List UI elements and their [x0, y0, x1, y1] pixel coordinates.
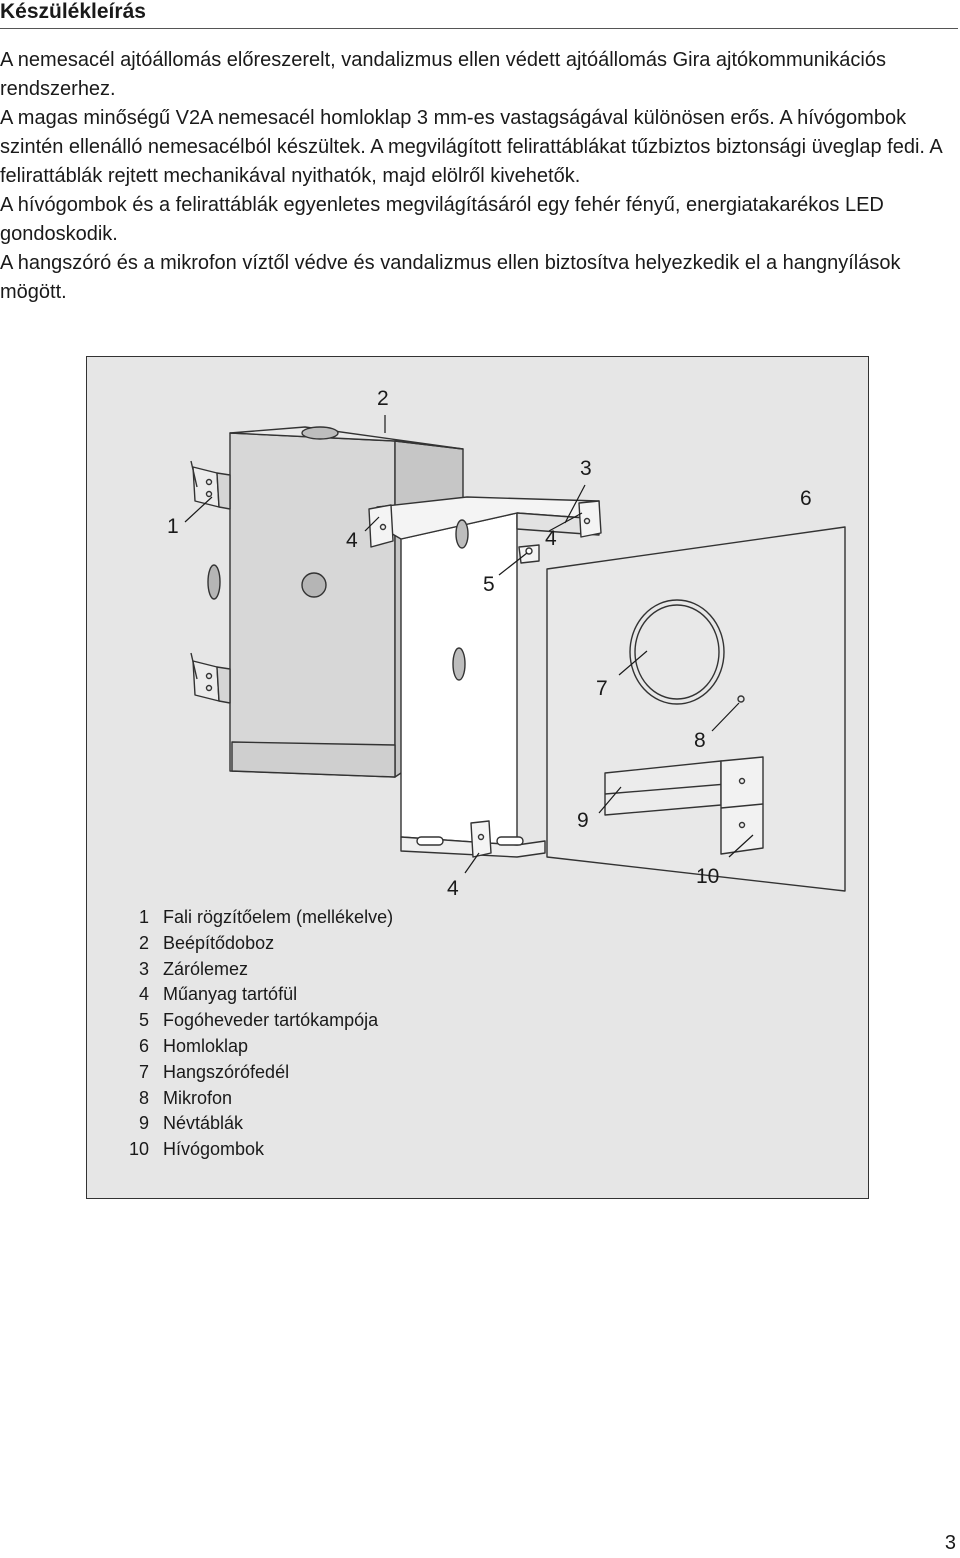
legend-label: Műanyag tartófül	[163, 984, 298, 1005]
legend-label: Fogóheveder tartókampója	[163, 1010, 379, 1031]
callout-8: 8	[694, 729, 706, 752]
legend-label: Mikrofon	[163, 1087, 233, 1108]
wall-fixing-upper	[190, 460, 231, 510]
leader-8	[711, 702, 740, 732]
locking-plate-base-slot-right	[496, 836, 524, 846]
callout-4-top-right: 4	[545, 527, 557, 550]
mounting-box-top-hole	[301, 426, 339, 440]
legend-number: 1	[138, 907, 149, 927]
description-text: A nemesacél ajtóállomás előreszerelt, va…	[0, 46, 958, 307]
legend-item: 2 Beépítődoboz	[123, 931, 523, 957]
paragraph-speaker: A hangszóró és a mikrofon víztől védve é…	[0, 252, 901, 303]
leader-5	[498, 552, 528, 576]
legend-label: Fali rögzítőelem (mellékelve)	[163, 907, 394, 927]
callout-5: 5	[483, 573, 495, 596]
leader-4a	[364, 516, 380, 532]
legend-label: Hívógombok	[163, 1139, 265, 1160]
callout-6: 6	[800, 487, 812, 510]
locking-plate-slot-upper	[455, 519, 469, 549]
legend-item: 1 Fali rögzítőelem (mellékelve)	[123, 905, 523, 931]
mounting-box-slot	[207, 564, 221, 600]
mounting-box-top	[229, 426, 464, 450]
paragraph-materials: A magas minőségű V2A nemesacél homloklap…	[0, 107, 942, 187]
callout-3: 3	[580, 457, 592, 480]
legend-item: 6 Homloklap	[123, 1034, 523, 1060]
mounting-box-front	[229, 432, 396, 778]
leader-1	[184, 496, 213, 523]
callout-4-bottom: 4	[447, 877, 459, 900]
locking-plate-right-flange	[516, 512, 600, 536]
page-number: 3	[944, 1532, 956, 1554]
callout-9: 9	[577, 809, 589, 832]
paragraph-led: A hívógombok és a felirattáblák egyenlet…	[0, 194, 884, 245]
legend-number: 9	[138, 1113, 149, 1134]
locking-plate-base-slot-left	[416, 836, 444, 846]
legend-number: 6	[138, 1035, 149, 1056]
legend-label: Homloklap	[163, 1035, 249, 1056]
leader-7	[618, 650, 648, 676]
leader-3	[564, 484, 586, 524]
legend-number: 8	[138, 1087, 149, 1108]
plastic-tab-top-right	[578, 500, 602, 538]
paragraph-intro: A nemesacél ajtóállomás előreszerelt, va…	[0, 49, 886, 100]
mounting-box-bottom-band	[231, 741, 396, 778]
legend-item: 7 Hangszórófedél	[123, 1060, 523, 1086]
speaker-cover-inner	[634, 604, 720, 700]
legend-label: Beépítődoboz	[163, 932, 275, 953]
leader-9	[598, 786, 622, 814]
leader-10	[728, 834, 754, 858]
wall-fixing-lower	[190, 652, 231, 704]
callout-1: 1	[167, 515, 179, 538]
callout-4-top-left: 4	[346, 529, 358, 552]
callout-10: 10	[696, 865, 720, 888]
callout-7: 7	[596, 677, 608, 700]
legend-number: 10	[128, 1139, 149, 1160]
callout-2: 2	[377, 387, 389, 410]
legend-number: 5	[138, 1010, 149, 1031]
legend-label: Névtáblák	[163, 1113, 244, 1134]
legend-label: Hangszórófedél	[163, 1061, 290, 1082]
speaker-cover-outer	[629, 599, 725, 705]
legend-number: 4	[138, 984, 149, 1005]
microphone-hole	[737, 695, 745, 703]
leader-4b	[548, 512, 583, 532]
legend-item: 10 Hívógombok	[123, 1137, 523, 1163]
front-plate	[546, 526, 846, 892]
legend-number: 7	[138, 1061, 149, 1082]
parts-legend: 1 Fali rögzítőelem (mellékelve) 2 Beépítőd…	[123, 905, 523, 1163]
legend-item: 9 Névtáblák	[123, 1111, 523, 1137]
legend-item: 3 Zárólemez	[123, 957, 523, 983]
strap-hook-hole	[525, 547, 533, 555]
locking-plate-slot-lower	[452, 647, 466, 681]
leader-4c	[464, 852, 480, 874]
device-drawing	[184, 415, 846, 892]
legend-number: 3	[138, 958, 149, 979]
legend-item: 8 Mikrofon	[123, 1086, 523, 1112]
mounting-box-side-hole	[301, 572, 327, 598]
legend-item: 4 Műanyag tartófül	[123, 982, 523, 1008]
legend-item: 5 Fogóheveder tartókampója	[123, 1008, 523, 1034]
legend-label: Zárólemez	[163, 958, 249, 979]
section-title: Készülékleírás	[0, 0, 958, 29]
legend-number: 2	[138, 932, 149, 953]
